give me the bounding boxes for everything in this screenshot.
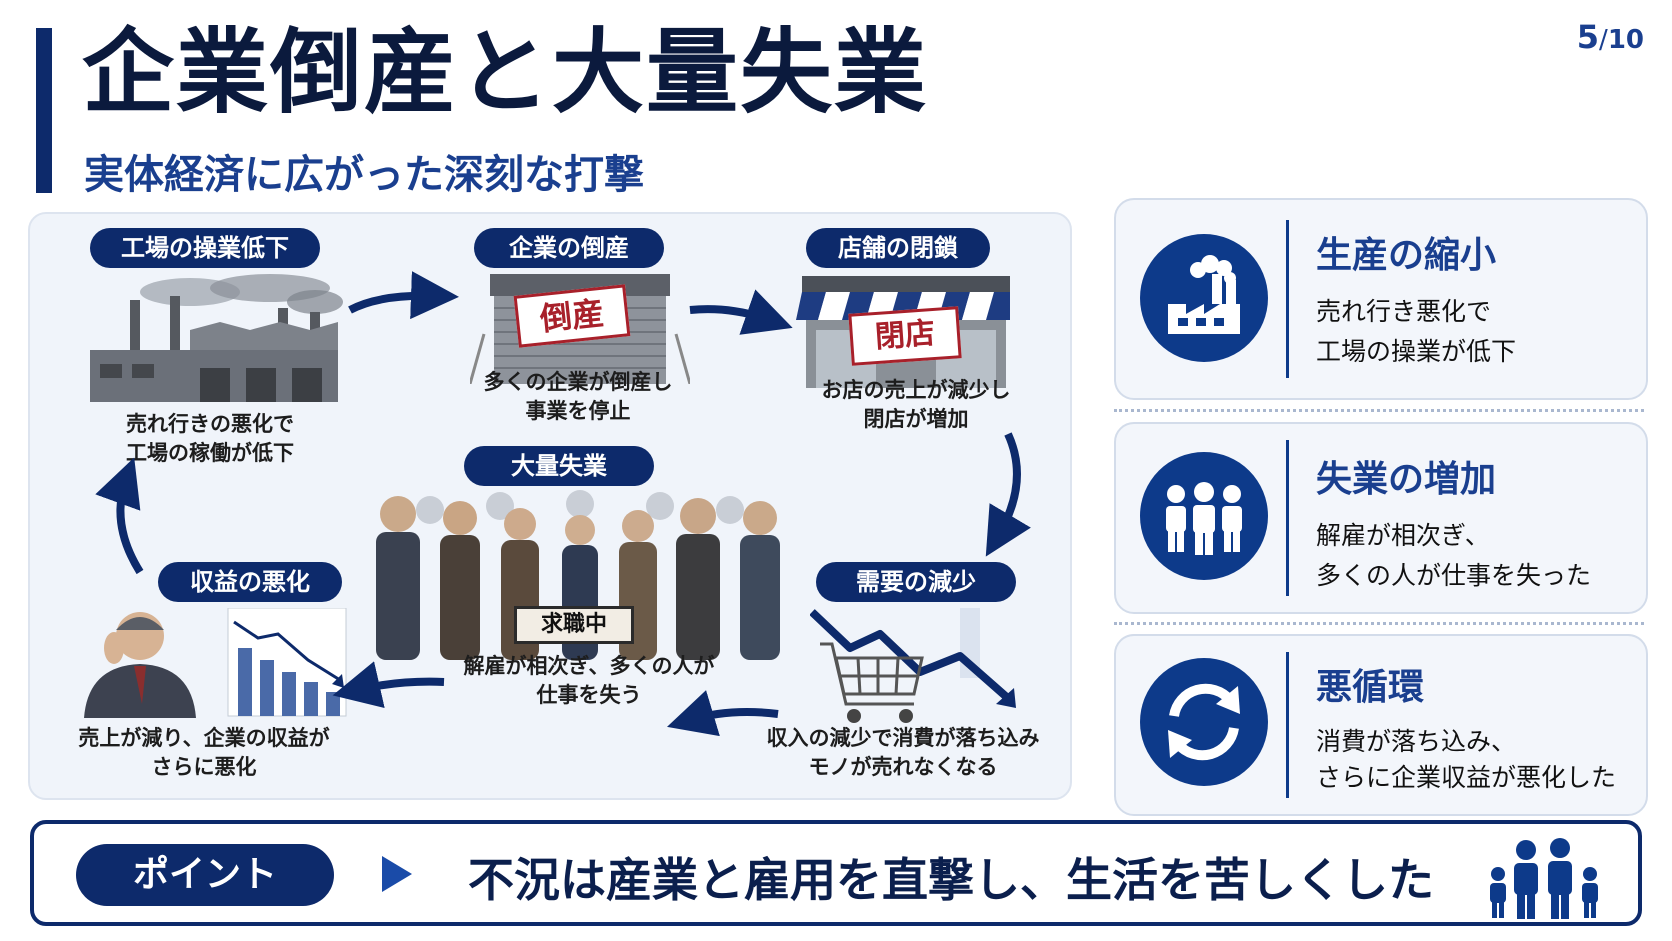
worried-businessman-chart-illustration xyxy=(84,608,347,718)
bankruptcy-caption-line-1: 多くの企業が倒産し xyxy=(483,370,673,394)
family-icon xyxy=(1490,838,1598,919)
arrow-unemployment-to-profit xyxy=(332,661,445,709)
page-subtitle: 実体経済に広がった深刻な打撃 xyxy=(84,152,644,198)
job-seeking-sign: 求職中 xyxy=(514,606,634,644)
card-divider xyxy=(1286,440,1289,596)
card-line-1: 売れ行き悪化で xyxy=(1316,297,1492,326)
card-line-2: 多くの人が仕事を失った xyxy=(1316,561,1592,590)
factory-caption-line-2: 工場の稼働が低下 xyxy=(126,441,294,465)
factory-illustration xyxy=(90,274,343,402)
card-line-2: さらに企業収益が悪化した xyxy=(1316,763,1617,792)
card-divider xyxy=(1286,652,1289,798)
cycle-diagram-panel: 工場の操業低下 売れ行きの悪化で 工場の稼働が低下 企業の倒産 倒産 xyxy=(28,212,1072,800)
factory-caption-line-1: 売れ行きの悪化で xyxy=(126,412,294,436)
arrow-closure-to-demand xyxy=(985,432,1031,557)
closure-caption-line-1: お店の売上が減少し xyxy=(821,378,1011,402)
cycle-icon xyxy=(1140,658,1268,786)
profit-caption: 売上が減り、企業の収益が さらに悪化 xyxy=(54,724,354,782)
demand-label: 需要の減少 xyxy=(816,562,1016,602)
closure-caption: お店の売上が減少し 閉店が増加 xyxy=(786,376,1046,434)
card-divider xyxy=(1286,220,1289,378)
profit-caption-line-1: 売上が減り、企業の収益が xyxy=(78,726,330,750)
unemployment-label: 大量失業 xyxy=(464,446,654,486)
card-title: 悪循環 xyxy=(1316,667,1425,708)
card-production: 生産の縮小 売れ行き悪化で 工場の操業が低下 xyxy=(1114,198,1648,400)
demand-caption: 収入の減少で消費が落ち込み モノが売れなくなる xyxy=(748,724,1058,782)
profit-caption-line-2: さらに悪化 xyxy=(151,755,257,779)
card-separator xyxy=(1114,622,1644,625)
factory-caption: 売れ行きの悪化で 工場の稼働が低下 xyxy=(80,410,340,468)
card-unemployment: 失業の増加 解雇が相次ぎ、 多くの人が仕事を失った xyxy=(1114,422,1648,614)
cycle-arrows xyxy=(95,271,1031,737)
point-message: 不況は産業と雇用を直撃し、生活を苦しくした xyxy=(468,853,1434,907)
page-number: 5/10 xyxy=(1576,18,1644,56)
closure-caption-line-2: 閉店が増加 xyxy=(863,407,969,431)
profit-label: 収益の悪化 xyxy=(158,562,342,602)
page-title: 企業倒産と大量失業 xyxy=(82,19,929,126)
card-line-1: 消費が落ち込み、 xyxy=(1316,727,1517,756)
title-accent-bar xyxy=(36,28,52,193)
unemployment-caption: 解雇が相次ぎ、多くの人が 仕事を失う xyxy=(444,652,734,710)
people-icon xyxy=(1140,452,1268,580)
card-separator xyxy=(1114,409,1644,412)
unemployment-caption-line-1: 解雇が相次ぎ、多くの人が xyxy=(463,654,715,678)
card-title: 生産の縮小 xyxy=(1316,235,1497,276)
card-vicious-cycle: 悪循環 消費が落ち込み、 さらに企業収益が悪化した xyxy=(1114,634,1648,816)
point-badge: ポイント xyxy=(76,844,334,906)
card-line-1: 解雇が相次ぎ、 xyxy=(1316,521,1490,550)
play-triangle-icon xyxy=(382,856,412,892)
point-bar: ポイント 不況は産業と雇用を直撃し、生活を苦しくした xyxy=(30,820,1642,926)
shopping-cart-decline-illustration xyxy=(810,608,1016,723)
arrow-bankruptcy-to-closure xyxy=(689,289,793,335)
page-current: 5 xyxy=(1576,18,1600,56)
card-title: 失業の増加 xyxy=(1316,459,1497,500)
card-line-2: 工場の操業が低下 xyxy=(1316,337,1517,366)
arrow-factory-to-bankruptcy xyxy=(348,271,459,320)
page-total: 10 xyxy=(1607,25,1644,55)
factory-icon xyxy=(1140,234,1268,362)
bankruptcy-caption: 多くの企業が倒産し 事業を停止 xyxy=(448,368,708,426)
demand-caption-line-2: モノが売れなくなる xyxy=(808,755,998,779)
closure-label: 店舗の閉鎖 xyxy=(806,228,990,268)
arrow-profit-to-factory xyxy=(95,457,144,575)
job-seeking-sign-text: 求職中 xyxy=(540,612,607,637)
bankruptcy-label: 企業の倒産 xyxy=(474,228,664,268)
unemployment-caption-line-2: 仕事を失う xyxy=(536,683,642,707)
bankruptcy-caption-line-2: 事業を停止 xyxy=(525,399,631,423)
demand-caption-line-1: 収入の減少で消費が落ち込み xyxy=(766,726,1040,750)
arrow-demand-to-unemployment xyxy=(667,690,779,737)
factory-label: 工場の操業低下 xyxy=(90,228,320,268)
